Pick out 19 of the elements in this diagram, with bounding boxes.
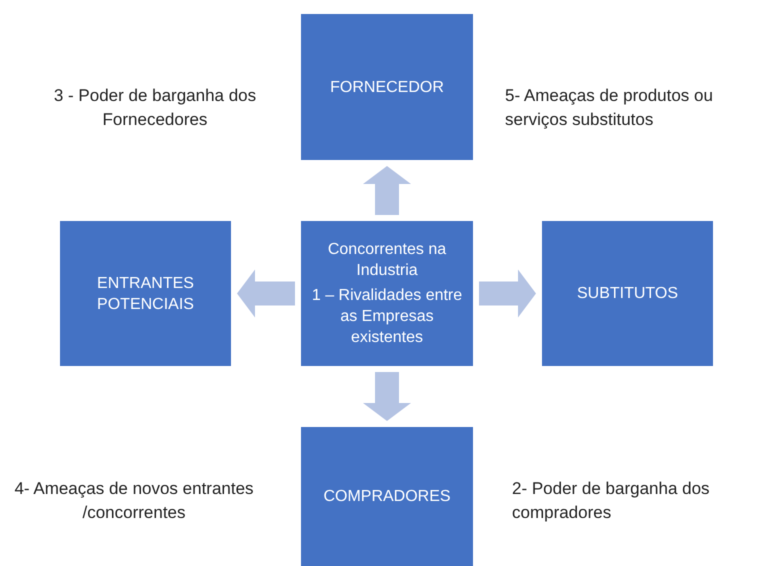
block-arrow [363, 166, 411, 215]
box-text: 1 – Rivalidades entre as Empresas existentes [310, 286, 464, 348]
process-box [301, 14, 473, 160]
process-box [301, 221, 473, 366]
process-box [301, 427, 473, 566]
force-label: 5- Ameaças de produtos ou serviços substitutos [505, 85, 714, 131]
force-label: 2- Poder de barganha dos compradores [512, 478, 711, 524]
force-label: 3 - Poder de barganha dos Fornecedores [52, 85, 258, 131]
box-text: Concorrentes na Industria [326, 240, 448, 281]
box-text: ENTRANTES POTENCIAIS [96, 274, 195, 314]
box-text: COMPRADORES [323, 487, 451, 507]
block-arrow [363, 372, 411, 421]
box-text: FORNECEDOR [330, 78, 444, 98]
process-box [542, 221, 713, 366]
process-box [60, 221, 231, 366]
force-label: 4- Ameaças de novos entrantes /concorrentes [14, 478, 254, 524]
block-arrow [237, 270, 295, 318]
box-text: SUBTITUTOS [576, 284, 678, 304]
block-arrow [479, 270, 536, 318]
